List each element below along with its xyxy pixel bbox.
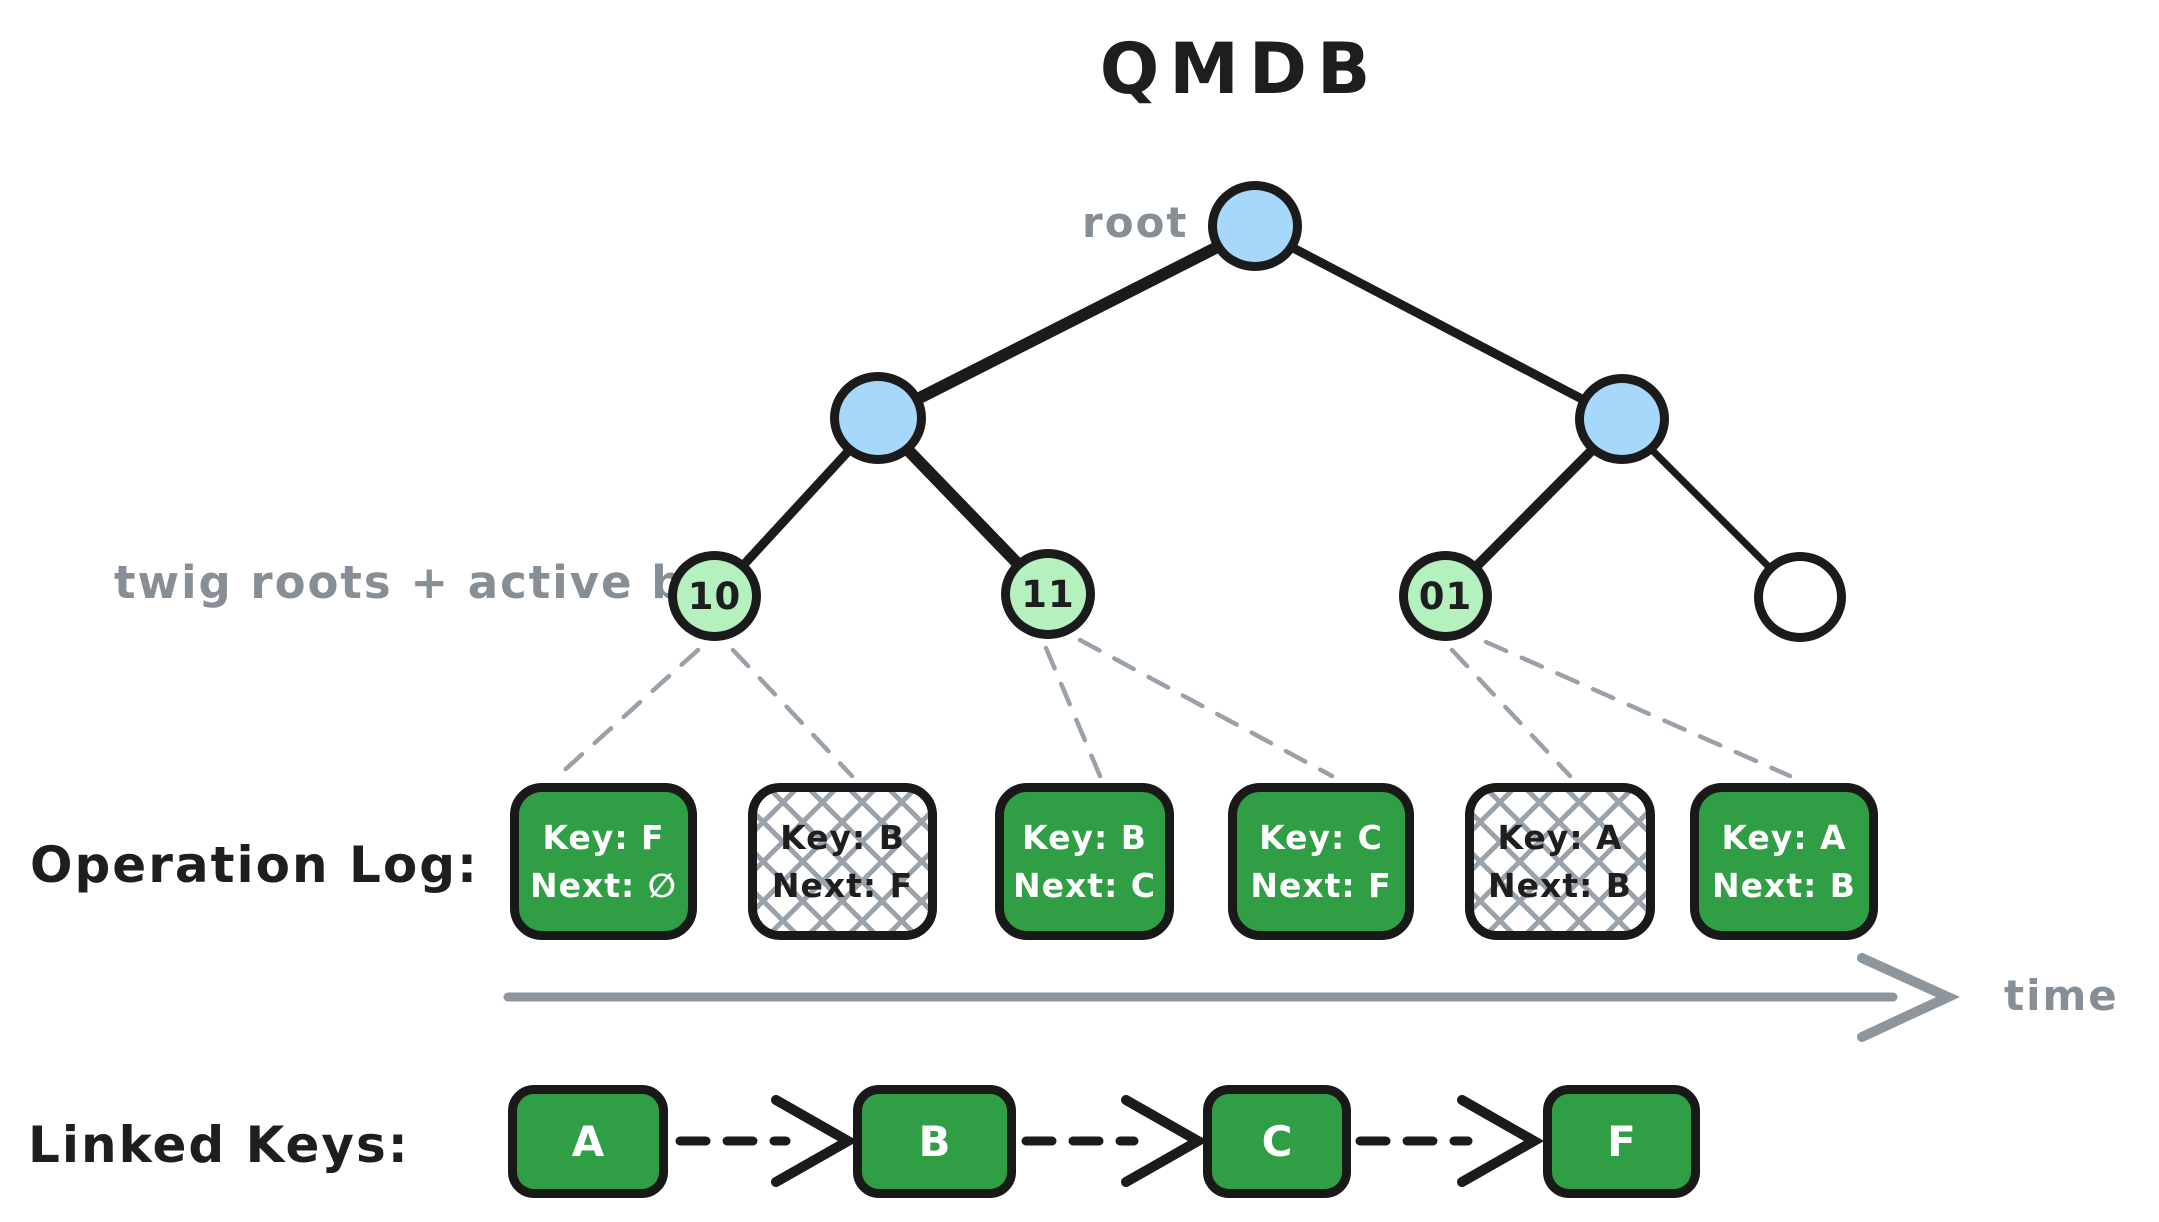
log-entry-5: Key: A Next: B <box>1465 783 1655 940</box>
linked-key-a: A <box>508 1085 668 1198</box>
link-arrow-b-c-head <box>1121 1095 1209 1187</box>
log-entry-4-next: Next: F <box>1250 866 1392 905</box>
link-arrow-c-f-head <box>1457 1095 1545 1187</box>
linked-key-c: C <box>1203 1085 1351 1198</box>
log-entry-1-next: Next: ∅ <box>529 866 677 905</box>
log-entry-2: Key: B Next: F <box>748 783 937 940</box>
linked-key-f: F <box>1543 1085 1700 1198</box>
twig-node-11: 11 <box>1001 549 1095 639</box>
twig-node-01: 01 <box>1399 551 1492 641</box>
empty-leaf-node <box>1754 552 1846 642</box>
twig-node-10: 10 <box>668 551 761 641</box>
diagram-title: QMDB <box>1099 28 1381 110</box>
connector-twig11-log4 <box>1077 637 1335 779</box>
edge-root-to-right-internal <box>1250 223 1627 425</box>
twig-roots-label: twig roots + active bits <box>114 556 756 609</box>
log-entry-6-next: Next: B <box>1712 866 1856 905</box>
internal-node-right <box>1575 374 1669 464</box>
edge-root-to-left-internal <box>872 222 1261 425</box>
internal-node-left <box>830 372 926 464</box>
log-entry-1-key: Key: F <box>542 818 665 857</box>
twig-node-10-label: 10 <box>687 574 742 618</box>
log-entry-2-next: Next: F <box>771 866 914 905</box>
log-entry-5-key: Key: A <box>1497 818 1623 857</box>
log-entry-3-key: Key: B <box>1022 818 1147 857</box>
operation-log-label: Operation Log: <box>30 836 479 894</box>
linked-key-f-label: F <box>1607 1117 1636 1166</box>
connector-twig01-log5 <box>1449 647 1573 779</box>
connector-twig10-log1 <box>555 647 701 779</box>
linked-key-c-label: C <box>1261 1117 1293 1166</box>
connector-twig10-log2 <box>730 647 855 779</box>
connector-twig01-log6 <box>1483 639 1793 779</box>
connector-twig11-log3 <box>1043 645 1103 779</box>
linked-keys-label: Linked Keys: <box>28 1116 410 1174</box>
root-node <box>1208 181 1302 271</box>
log-entry-3: Key: B Next: C <box>995 783 1174 940</box>
log-entry-4-key: Key: C <box>1259 818 1383 857</box>
linked-key-a-label: A <box>571 1117 605 1166</box>
log-entry-4: Key: C Next: F <box>1228 783 1414 940</box>
linked-key-b: B <box>853 1085 1016 1198</box>
twig-node-01-label: 01 <box>1418 574 1473 618</box>
root-label: root <box>1082 198 1189 247</box>
log-entry-5-next: Next: B <box>1488 866 1632 905</box>
log-entry-6: Key: A Next: B <box>1690 783 1878 940</box>
time-label: time <box>2004 971 2119 1020</box>
log-entry-3-next: Next: C <box>1013 866 1156 905</box>
linked-key-b-label: B <box>918 1117 951 1166</box>
log-entry-1: Key: F Next: ∅ <box>510 783 697 940</box>
twig-node-11-label: 11 <box>1021 572 1075 616</box>
log-entry-2-key: Key: B <box>780 818 905 857</box>
link-arrow-a-b-head <box>771 1095 859 1187</box>
time-arrow-head <box>1857 953 1960 1042</box>
log-entry-6-key: Key: A <box>1721 818 1847 857</box>
